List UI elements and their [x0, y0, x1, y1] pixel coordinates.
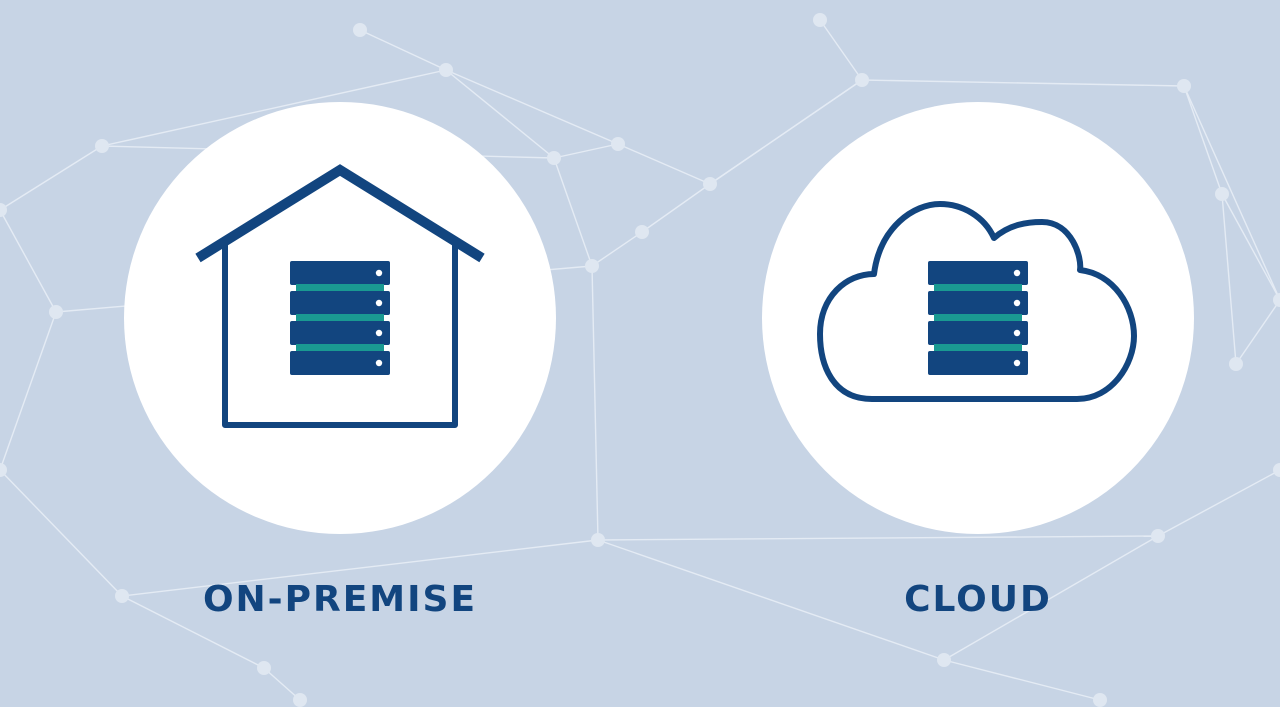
- server-led-icon: [1013, 269, 1021, 277]
- network-node: [703, 177, 717, 191]
- cloud-label: CLOUD: [904, 579, 1052, 620]
- network-link: [121, 595, 265, 669]
- network-node: [0, 463, 7, 477]
- network-link: [943, 535, 1159, 661]
- network-link: [591, 231, 643, 267]
- network-link: [1221, 193, 1237, 365]
- network-node: [115, 589, 129, 603]
- network-link: [819, 19, 863, 81]
- network-node: [49, 305, 63, 319]
- network-link: [597, 535, 1159, 541]
- on-premise-icon-circle: [124, 102, 556, 534]
- network-node: [0, 203, 7, 217]
- network-node: [257, 661, 271, 675]
- network-node: [813, 13, 827, 27]
- network-link: [553, 157, 593, 267]
- server-stack-icon: [928, 261, 1028, 375]
- network-link: [359, 29, 447, 71]
- server-accent-stripe: [934, 314, 1022, 321]
- server-unit: [290, 351, 390, 375]
- network-link: [121, 539, 599, 597]
- network-node: [635, 225, 649, 239]
- server-unit: [928, 321, 1028, 345]
- network-node: [1273, 463, 1280, 477]
- network-link: [101, 69, 447, 147]
- network-node: [1151, 529, 1165, 543]
- server-led-icon: [1013, 299, 1021, 307]
- network-link: [1221, 193, 1280, 301]
- server-accent-stripe: [296, 284, 384, 291]
- server-led-icon: [1013, 329, 1021, 337]
- network-node: [855, 73, 869, 87]
- network-link: [1183, 85, 1223, 195]
- network-link: [445, 69, 555, 159]
- server-accent-stripe: [296, 314, 384, 321]
- server-unit: [928, 351, 1028, 375]
- network-node: [611, 137, 625, 151]
- server-unit: [290, 291, 390, 315]
- server-unit: [290, 261, 390, 285]
- network-link: [943, 659, 1101, 701]
- network-node: [1229, 357, 1243, 371]
- server-unit: [928, 261, 1028, 285]
- house-with-server-icon: [195, 164, 485, 428]
- network-node: [293, 693, 307, 707]
- network-link: [0, 311, 57, 471]
- server-led-icon: [375, 299, 383, 307]
- network-link: [861, 79, 1185, 87]
- network-link: [0, 209, 57, 313]
- network-link: [0, 145, 103, 211]
- cloud-icon-circle: [762, 102, 1194, 534]
- on-premise-label: ON-PREMISE: [202, 579, 478, 620]
- network-link: [1235, 299, 1280, 365]
- cloud-outline: [817, 201, 1137, 402]
- server-led-icon: [375, 359, 383, 367]
- network-node: [1273, 293, 1280, 307]
- network-link: [1157, 469, 1280, 537]
- network-node: [1177, 79, 1191, 93]
- server-led-icon: [1013, 359, 1021, 367]
- network-node: [95, 139, 109, 153]
- house-outline: [195, 164, 485, 428]
- network-link: [641, 183, 711, 233]
- network-link: [591, 265, 599, 541]
- network-link: [1183, 85, 1280, 301]
- server-led-icon: [375, 269, 383, 277]
- network-link: [0, 469, 123, 597]
- server-unit: [290, 321, 390, 345]
- server-led-icon: [375, 329, 383, 337]
- network-link: [597, 539, 945, 661]
- network-node: [547, 151, 561, 165]
- network-node: [353, 23, 367, 37]
- cloud-with-server-icon: [817, 201, 1137, 402]
- network-node: [1215, 187, 1229, 201]
- network-link: [445, 69, 619, 145]
- server-accent-stripe: [934, 284, 1022, 291]
- network-link: [709, 79, 863, 185]
- server-unit: [928, 291, 1028, 315]
- server-stack-icon: [290, 261, 390, 375]
- network-link: [263, 667, 301, 701]
- network-node: [439, 63, 453, 77]
- network-node: [937, 653, 951, 667]
- server-accent-stripe: [296, 344, 384, 351]
- network-link: [617, 143, 711, 185]
- server-accent-stripe: [934, 344, 1022, 351]
- network-node: [585, 259, 599, 273]
- network-link: [553, 143, 619, 159]
- network-nodes: [0, 13, 1280, 707]
- network-node: [591, 533, 605, 547]
- network-node: [1093, 693, 1107, 707]
